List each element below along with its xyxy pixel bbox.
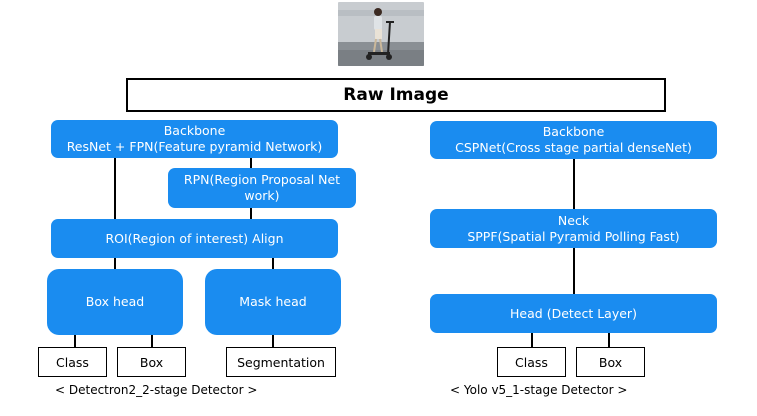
yolo-head-node: Head (Detect Layer) [430, 294, 717, 333]
connector-yolo-head-box [608, 332, 610, 348]
raw-image-title: Raw Image [343, 85, 449, 105]
raw-image-title-box: Raw Image [126, 78, 666, 112]
yolo-class-output: Class [497, 347, 566, 377]
connector-backbone-rpn [250, 156, 252, 170]
detectron-mask-head-node: Mask head [205, 269, 341, 335]
raw-image-photo [338, 2, 424, 66]
connector-backbone-roi [114, 156, 116, 220]
detectron-rpn-node: RPN(Region Proposal Net work) [168, 168, 356, 208]
yolo-caption: < Yolo v5_1-stage Detector > [450, 383, 628, 397]
person-on-scooter-icon [338, 2, 424, 66]
yolo-backbone-node: Backbone CSPNet(Cross stage partial dens… [430, 121, 717, 159]
connector-maskhead-segmentation [272, 334, 274, 348]
yolo-neck-node: Neck SPPF(Spatial Pyramid Polling Fast) [430, 209, 717, 248]
connector-rpn-roi [250, 208, 252, 220]
detectron-box-head-node: Box head [47, 269, 183, 335]
detectron-box-output: Box [117, 347, 186, 377]
yolo-box-output: Box [576, 347, 645, 377]
connector-yolo-neck-head [573, 247, 575, 295]
connector-yolo-head-class [531, 332, 533, 348]
detectron-segmentation-output: Segmentation [226, 347, 336, 377]
connector-roi-maskhead [272, 258, 274, 270]
detectron-backbone-node: Backbone ResNet + FPN(Feature pyramid Ne… [51, 120, 338, 158]
connector-yolo-backbone-neck [573, 158, 575, 210]
detectron-roi-align-node: ROI(Region of interest) Align [51, 219, 338, 258]
connector-roi-boxhead [114, 258, 116, 270]
detectron-class-output: Class [38, 347, 107, 377]
connector-boxhead-box [151, 334, 153, 348]
connector-boxhead-class [74, 334, 76, 348]
detectron-caption: < Detectron2_2-stage Detector > [55, 383, 258, 397]
